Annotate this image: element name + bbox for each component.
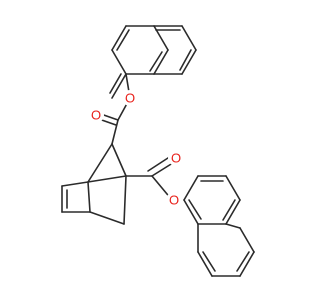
bond: [147, 155, 172, 172]
bond: [87, 175, 127, 183]
bond: [239, 251, 255, 277]
structure-canvas: O O O O: [61, 25, 255, 277]
bond: [89, 211, 125, 225]
oxygen-label: O: [125, 91, 135, 106]
bond: [153, 49, 169, 75]
bond: [61, 181, 89, 187]
bond: [87, 181, 91, 213]
bond: [225, 199, 241, 225]
bond: [179, 49, 192, 71]
bond: [111, 49, 127, 75]
atom-background: [168, 150, 184, 166]
oxygen-label: O: [171, 151, 181, 166]
lower-naphthalene: [183, 175, 255, 277]
bond: [225, 223, 241, 229]
bond: [225, 175, 241, 201]
bond: [202, 251, 216, 272]
bond: [181, 25, 197, 51]
atom-background: [122, 90, 138, 106]
norbornene-core: [61, 143, 153, 225]
bond: [109, 73, 122, 94]
oxygen-label: O: [169, 193, 179, 208]
oxygen-lower-carbonyl: O: [168, 150, 184, 166]
bond: [111, 119, 119, 145]
bond: [197, 251, 213, 277]
bond: [111, 25, 127, 51]
bond: [188, 199, 202, 220]
bond: [116, 29, 130, 51]
bond: [183, 199, 199, 225]
atom-background: [88, 107, 104, 123]
structure-diagram: O O O O: [61, 25, 255, 277]
bond: [239, 227, 255, 253]
bond: [111, 73, 127, 99]
atom-background: [166, 192, 182, 208]
bond: [183, 175, 199, 201]
bond: [87, 143, 113, 183]
bond: [149, 51, 163, 72]
bond: [123, 175, 127, 225]
oxygen-label: O: [91, 108, 101, 123]
oxygen-upper-carbonyl: O: [88, 107, 104, 123]
upper-naphthalene: [109, 25, 197, 99]
bond: [236, 251, 250, 272]
bond: [222, 199, 236, 221]
bond: [181, 49, 197, 75]
oxygen-upper-ester: O: [122, 90, 138, 106]
bond: [111, 143, 127, 177]
oxygen-lower-ester: O: [166, 192, 182, 208]
